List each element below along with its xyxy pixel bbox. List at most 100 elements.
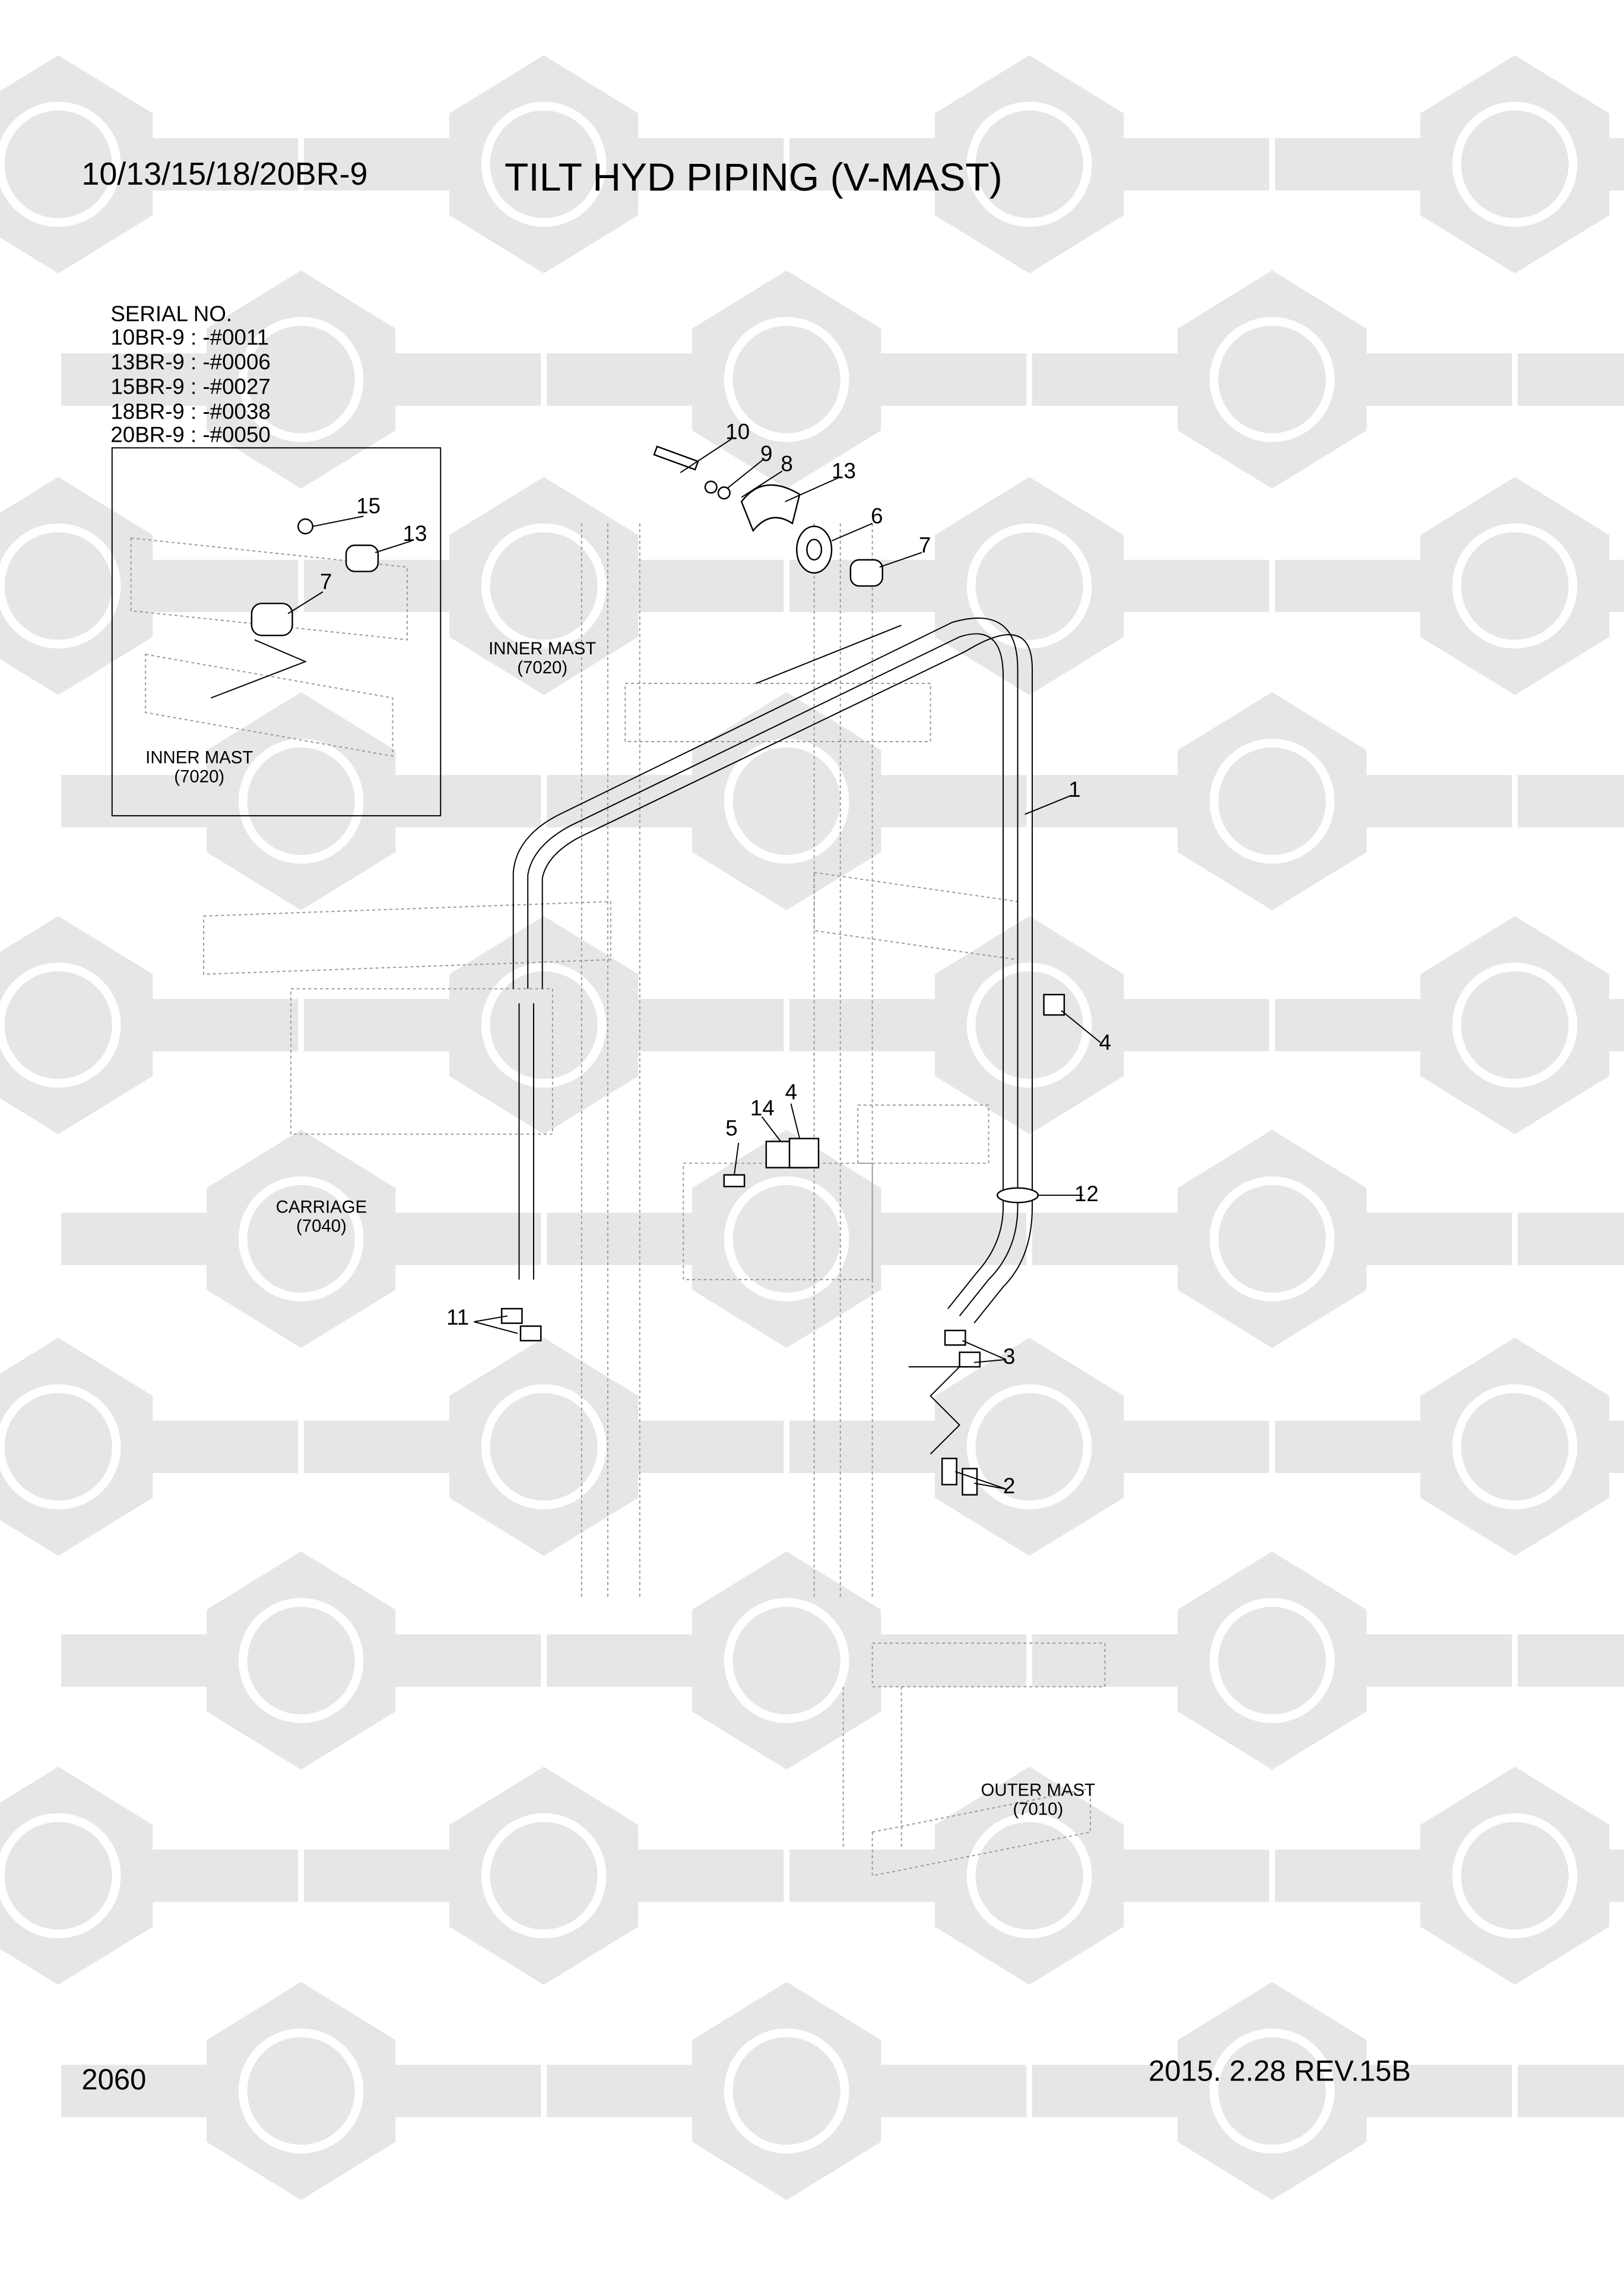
watermark-band — [304, 559, 784, 613]
callout-1: 1 — [1068, 777, 1080, 802]
watermark-ring — [966, 1384, 1092, 1510]
callout-6: 6 — [871, 504, 883, 528]
page-title: TILT HYD PIPING (V-MAST) — [505, 156, 1003, 200]
watermark-ring — [724, 739, 849, 864]
watermark-band — [61, 775, 541, 828]
model-number: 10/13/15/18/20BR-9 — [81, 156, 367, 192]
watermark-band — [304, 138, 784, 191]
parts — [210, 445, 1065, 1496]
carriage-code: (7040) — [296, 1216, 347, 1236]
callout-11: 11 — [446, 1305, 469, 1329]
inner-mast-label: INNER MAST — [489, 639, 596, 658]
watermark-band — [1517, 1634, 1624, 1687]
watermark-ring — [1452, 1813, 1578, 1939]
callout-14: 14 — [750, 1095, 775, 1120]
callout-8: 8 — [781, 451, 792, 476]
watermark-band — [789, 1850, 1270, 1902]
watermark-ring — [1452, 962, 1578, 1088]
watermark-ring — [481, 962, 607, 1088]
watermark-band — [0, 1420, 299, 1473]
watermark-ring — [1452, 523, 1578, 649]
serial-row: 13BR-9 : -#0006 — [110, 350, 270, 374]
watermark-ring — [0, 102, 121, 227]
watermark-ring — [1452, 102, 1578, 227]
outer-mast-code: (7010) — [1013, 1799, 1063, 1819]
watermark-band — [547, 1634, 1027, 1687]
callout-9: 9 — [760, 441, 772, 466]
inset-box — [111, 447, 442, 816]
watermark-ring — [238, 316, 364, 442]
watermark-ring — [724, 1176, 849, 1302]
watermark-band — [1517, 1212, 1624, 1265]
watermark-ring — [1452, 1384, 1578, 1510]
callouts: 10 9 8 13 6 7 1 4 14 4 5 12 11 3 2 — [446, 420, 1111, 1499]
callout-7: 7 — [919, 533, 931, 558]
serial-row: 20BR-9 : -#0050 — [110, 422, 270, 446]
watermark-ring — [966, 523, 1092, 649]
watermark-ring — [238, 739, 364, 864]
callout-4: 4 — [785, 1079, 797, 1104]
watermark-ring — [481, 1813, 607, 1939]
inset-label: INNER MAST — [145, 748, 253, 768]
callout-13: 13 — [832, 459, 856, 483]
watermark-ring — [0, 1813, 121, 1939]
watermark-band — [304, 1850, 784, 1902]
watermark-band — [1032, 2064, 1512, 2117]
outer-mast-label: OUTER MAST — [981, 1780, 1096, 1800]
callout-2: 2 — [1003, 1474, 1015, 1498]
watermark-band — [789, 999, 1270, 1052]
watermark-ring — [966, 962, 1092, 1088]
tilt-hose-1 — [512, 618, 1033, 1324]
watermark-band — [61, 1634, 541, 1687]
watermark-layer — [0, 55, 1624, 2200]
watermark-ring — [1209, 2028, 1335, 2154]
watermark-ring — [481, 523, 607, 649]
watermark-band — [1032, 1634, 1512, 1687]
watermark-ring — [0, 1384, 121, 1510]
watermark-ring — [481, 1384, 607, 1510]
watermark-band — [1517, 353, 1624, 406]
serial-heading: SERIAL NO. — [110, 302, 232, 326]
callout-4: 4 — [1099, 1030, 1111, 1054]
serial-row: 15BR-9 : -#0027 — [110, 375, 270, 399]
watermark-band — [61, 353, 541, 406]
watermark-band — [789, 1420, 1270, 1473]
watermark-ring — [724, 316, 849, 442]
watermark-band — [1032, 775, 1512, 828]
watermark-band — [547, 1212, 1027, 1265]
watermark-band — [0, 138, 299, 191]
callout-3: 3 — [1003, 1344, 1015, 1369]
leader-lines — [287, 438, 1101, 1490]
watermark-band — [61, 2064, 541, 2117]
callout-12: 12 — [1074, 1182, 1099, 1206]
inset-code: (7020) — [174, 767, 224, 787]
watermark-band — [789, 138, 1270, 191]
carriage-label: CARRIAGE — [276, 1197, 367, 1217]
watermark-ring — [0, 523, 121, 649]
watermark-ring — [724, 2028, 849, 2154]
revision-date: 2015. 2.28 REV.15B — [1149, 2055, 1411, 2087]
callout-15: 15 — [356, 493, 380, 518]
inner-mast-code: (7020) — [517, 658, 567, 677]
watermark-band — [1517, 2064, 1624, 2117]
callout-5: 5 — [725, 1116, 737, 1141]
serial-row: 10BR-9 : -#0011 — [110, 325, 269, 349]
watermark-ring — [238, 1176, 364, 1302]
serial-row: 18BR-9 : -#0038 — [110, 399, 270, 423]
watermark-band — [1032, 353, 1512, 406]
watermark-band — [1032, 1212, 1512, 1265]
watermark-ring — [238, 1598, 364, 1724]
watermark-band — [0, 999, 299, 1052]
watermark-band — [61, 1212, 541, 1265]
watermark-ring — [1209, 1598, 1335, 1724]
watermark-ring — [1209, 316, 1335, 442]
watermark-ring — [481, 102, 607, 227]
watermark-band — [547, 353, 1027, 406]
watermark-band — [0, 559, 299, 613]
callout-7: 7 — [320, 569, 332, 594]
page-number: 2060 — [81, 2064, 146, 2096]
callout-13: 13 — [403, 521, 427, 546]
watermark-ring — [238, 2028, 364, 2154]
serial-list: SERIAL NO. 10BR-9 : -#0011 13BR-9 : -#00… — [110, 302, 270, 446]
